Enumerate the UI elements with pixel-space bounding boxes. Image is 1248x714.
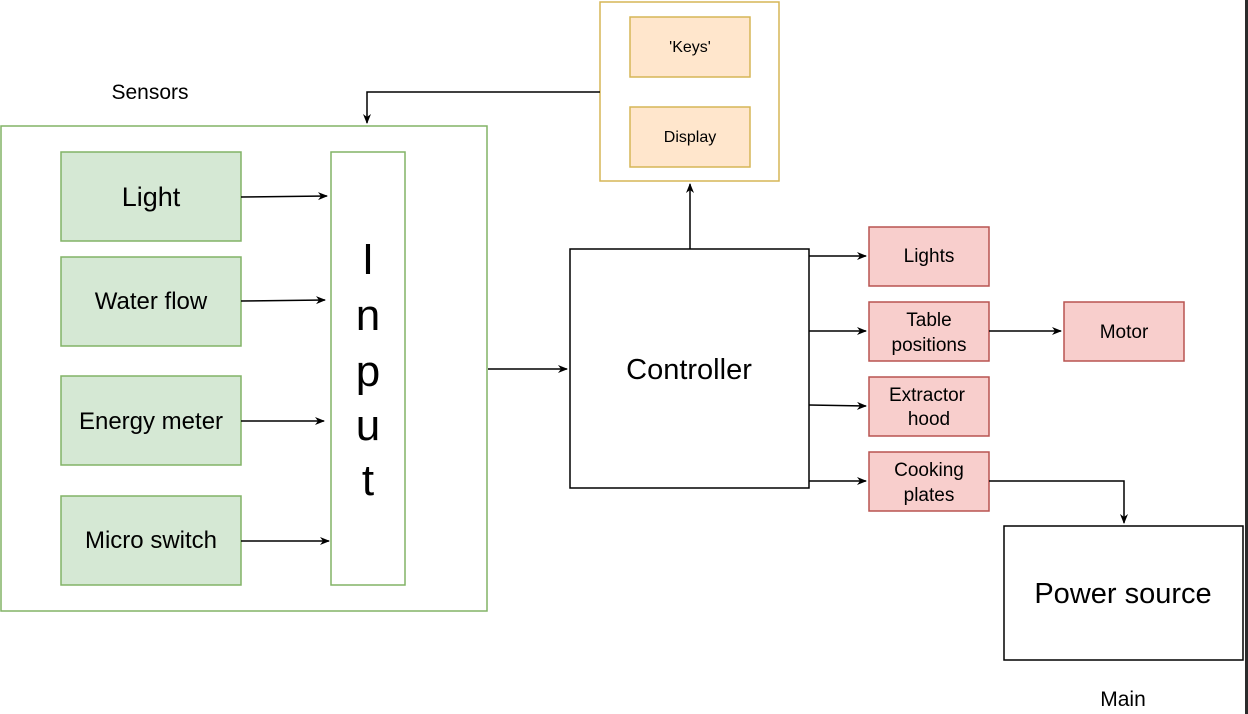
input-letter: n: [356, 291, 380, 340]
keys-label: 'Keys': [669, 39, 711, 56]
sensor-light[interactable]: Light: [60, 151, 242, 242]
sensor-label: Water flow: [95, 288, 208, 315]
actuator-label-line-2: hood: [908, 409, 950, 430]
arrow-water-flow-to-input: [240, 296, 326, 305]
power-source-label: Power source: [1034, 578, 1211, 610]
display-label: Display: [664, 129, 716, 146]
sensor-label: Micro switch: [85, 527, 217, 554]
actuator-label-line-2: positions: [892, 335, 967, 356]
input-letter: u: [356, 401, 380, 450]
keys-box[interactable]: 'Keys': [629, 16, 751, 78]
input-letter: p: [356, 347, 380, 396]
controller-label: Controller: [626, 354, 752, 386]
motor-box[interactable]: Motor: [1063, 301, 1185, 362]
display-box[interactable]: Display: [629, 106, 751, 168]
arrow-cooking-plates-to-power-source: [989, 480, 1128, 524]
sensor-water-flow[interactable]: Water flow: [60, 256, 242, 347]
motor-label: Motor: [1100, 322, 1149, 343]
right-edge-border: [1245, 0, 1248, 714]
arrow-light-to-input: [240, 192, 328, 201]
arrow-ui-to-sensors: [363, 91, 600, 124]
input-letter: t: [362, 456, 374, 505]
actuator-label-line-1: Extractor: [889, 385, 966, 406]
actuator-label: Lights: [904, 246, 955, 267]
actuator-label-line-1: Table: [906, 310, 951, 331]
arrow-controller-to-extractor-hood: [808, 401, 867, 410]
sensors-group-label: Sensors: [111, 81, 188, 104]
sensor-label: Light: [122, 182, 181, 212]
actuator-lights[interactable]: Lights: [868, 226, 990, 287]
actuator-label-line-1: Cooking: [894, 460, 964, 481]
actuator-label-line-2: plates: [904, 485, 955, 506]
main-group-label: Main: [1100, 688, 1146, 711]
actuator-extractor-hood[interactable]: Extractor hood: [868, 376, 990, 437]
sensor-micro-switch[interactable]: Micro switch: [60, 495, 242, 586]
sensor-energy-meter[interactable]: Energy meter: [60, 375, 242, 466]
sensor-label: Energy meter: [79, 408, 223, 435]
actuator-table-positions[interactable]: Table positions: [868, 301, 990, 362]
controller-box[interactable]: Controller: [569, 248, 810, 489]
input-block[interactable]: I n p u t: [330, 151, 406, 586]
actuator-cooking-plates[interactable]: Cooking plates: [868, 451, 990, 512]
input-letter: I: [362, 235, 374, 284]
power-source-box[interactable]: Power source: [1003, 525, 1244, 661]
